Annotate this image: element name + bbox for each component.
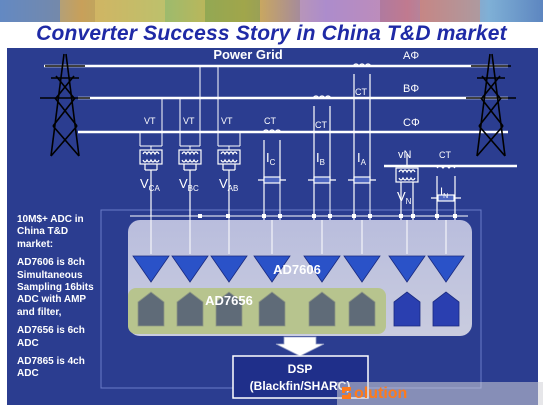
ct-outputs — [279, 180, 371, 220]
transformer-labels: VT VT VT CT CT CT vN CT — [144, 87, 451, 161]
adc-7 — [393, 291, 421, 327]
signal-ic: IC — [266, 150, 276, 167]
power-grid-label: Power Grid — [213, 47, 282, 62]
amp-4 — [253, 255, 291, 283]
ad7656-label: AD7656 — [205, 293, 253, 308]
dsp-subtitle: (Blackfin/SHARC) — [250, 379, 351, 393]
signal-ib: IB — [316, 150, 325, 167]
signal-in: IN — [440, 186, 448, 200]
ad7656-adcs — [137, 291, 376, 327]
amp-3 — [210, 255, 248, 283]
amp-6 — [343, 255, 381, 283]
label-vt-3: VT — [221, 116, 233, 126]
slide-title: Converter Success Story in China T&D mar… — [36, 22, 507, 45]
signal-labels: VCA VBC VAB IC IB IA VN IN — [140, 150, 448, 206]
vt-transformer-ab — [217, 149, 241, 216]
note-ad7606: AD7606 is 8ch Simultaneous Sampling 16bi… — [17, 257, 94, 318]
note-ad7865: AD7865 is 4ch ADC — [17, 356, 85, 380]
ct-coil-n — [431, 165, 461, 220]
adc-5 — [308, 291, 336, 327]
diagram: Power Grid AΦ BΦ CΦ — [0, 46, 543, 405]
ad7656-panel — [128, 288, 386, 334]
notes-panel: 10M$+ ADC in China T&D market: AD7606 is… — [17, 214, 99, 387]
label-ct-b: CT — [315, 120, 327, 130]
adc-6 — [348, 291, 376, 327]
label-vn: vN — [398, 149, 412, 161]
vt-taps — [139, 66, 241, 152]
amp-5 — [303, 255, 341, 283]
signal-vbc: VBC — [179, 176, 199, 193]
watermark-logo-icon — [340, 385, 353, 401]
adc-2 — [176, 291, 204, 327]
tower-left — [40, 53, 90, 157]
ct-coil-a — [352, 63, 372, 220]
vt-transformer-ca — [139, 149, 163, 216]
signal-ia: IA — [357, 150, 367, 167]
phase-label-a: AΦ — [403, 50, 419, 62]
phase-label-b: BΦ — [403, 83, 419, 95]
amp-8 — [427, 255, 465, 283]
phase-label-c: CΦ — [403, 117, 420, 129]
label-ct-c: CT — [264, 116, 276, 126]
ct-coil-b — [312, 95, 332, 220]
ad7606-amplifiers — [132, 255, 465, 283]
adc-inputs — [150, 216, 447, 254]
dsp-title: DSP — [288, 362, 313, 376]
note-market: 10M$+ ADC in China T&D market: — [17, 214, 84, 250]
watermark-bar — [337, 382, 543, 405]
amp-7 — [388, 255, 426, 283]
adc-8 — [432, 291, 460, 327]
ad7606-extra-adcs — [393, 291, 460, 327]
vt-transformer-n — [395, 154, 419, 220]
note-ad7656: AD7656 is 6ch ADC — [17, 325, 85, 349]
label-vt-1: VT — [144, 116, 156, 126]
adc-3 — [215, 291, 243, 327]
adc-1 — [137, 291, 165, 327]
label-ct-a: CT — [355, 87, 367, 97]
signal-vab: VAB — [219, 176, 238, 193]
ad7606-label: AD7606 — [273, 262, 321, 277]
label-vt-2: VT — [183, 116, 195, 126]
vt-transformer-bc — [178, 149, 202, 216]
data-arrow — [275, 336, 325, 357]
amp-1 — [132, 255, 170, 283]
signal-vca: VCA — [140, 176, 160, 193]
label-ct-n: CT — [439, 150, 451, 160]
signal-vn: VN — [397, 189, 412, 206]
watermark-text: olution — [354, 385, 408, 402]
amp-2 — [171, 255, 209, 283]
tower-right — [466, 53, 516, 157]
adc-4 — [258, 291, 286, 327]
header-banner — [0, 0, 543, 22]
